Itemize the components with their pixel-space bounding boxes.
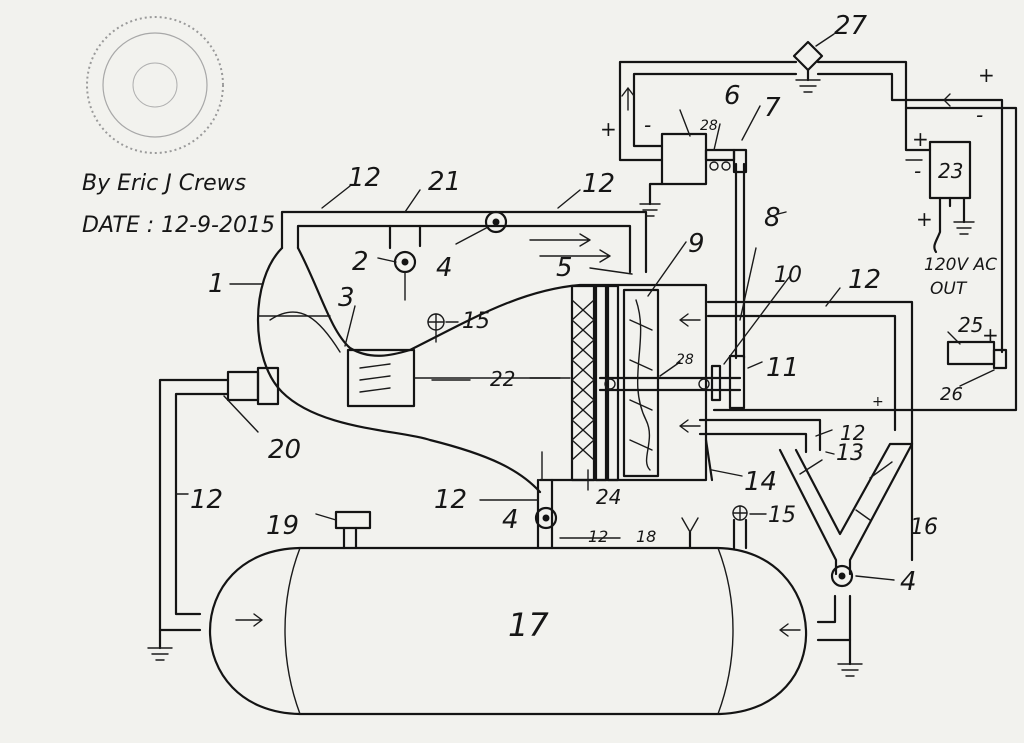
callout-18: 18 bbox=[636, 527, 656, 546]
flow-arrows bbox=[235, 87, 961, 637]
minus-mark-left: - bbox=[644, 113, 651, 137]
callout-2: 2 bbox=[352, 247, 369, 277]
output-label-line1: 120V AC bbox=[924, 255, 997, 275]
minus-mark-topright: - bbox=[976, 103, 983, 127]
callout-15-a: 15 bbox=[462, 309, 490, 334]
callout-4-bottom: 4 bbox=[502, 505, 519, 535]
plus-mark-output: + bbox=[916, 207, 933, 231]
callout-3: 3 bbox=[338, 283, 355, 313]
callout-1: 1 bbox=[208, 269, 225, 299]
callout-12-d: 12 bbox=[190, 485, 223, 515]
callout-12-f: 12 bbox=[588, 527, 608, 546]
callout-23: 23 bbox=[938, 159, 963, 183]
callout-5: 5 bbox=[556, 253, 573, 283]
callout-12-b: 12 bbox=[582, 169, 615, 199]
belt-8 bbox=[732, 148, 748, 360]
callout-19: 19 bbox=[266, 511, 299, 541]
callout-4-top: 4 bbox=[436, 253, 453, 283]
ground-symbols bbox=[147, 628, 863, 677]
callout-4-right: 4 bbox=[900, 567, 917, 597]
callout-6: 6 bbox=[724, 81, 741, 111]
callout-28-shaft: 28 bbox=[676, 352, 694, 368]
callout-8: 8 bbox=[764, 203, 781, 233]
plus-mark-topright: + bbox=[978, 63, 995, 87]
plus-mark-wire: + bbox=[872, 394, 884, 410]
minus-mark-inverter: - bbox=[914, 159, 921, 183]
plus-mark-sensor: + bbox=[982, 323, 999, 347]
callout-20: 20 bbox=[268, 435, 301, 465]
filter-stack-24 bbox=[570, 284, 620, 482]
callout-17: 17 bbox=[508, 606, 549, 644]
seal-stamp bbox=[86, 16, 224, 154]
callout-10: 10 bbox=[774, 263, 802, 288]
callout-11: 11 bbox=[766, 353, 799, 383]
callout-12-c: 12 bbox=[848, 265, 881, 295]
callout-labels: 1 2 3 4 4 4 5 6 7 8 9 10 11 12 12 12 12 … bbox=[190, 11, 983, 644]
sensor-25-26 bbox=[946, 340, 1008, 370]
callout-13: 13 bbox=[836, 441, 864, 466]
date-label: DATE : 12-9-2015 bbox=[82, 213, 275, 238]
callout-24: 24 bbox=[596, 485, 621, 509]
signature: By Eric J Crews bbox=[82, 171, 246, 196]
polarity-marks: + - + - + - + + + bbox=[600, 63, 999, 410]
housing-1 bbox=[256, 246, 708, 494]
leader-lines bbox=[175, 33, 995, 581]
plus-mark-left: + bbox=[600, 117, 617, 141]
callout-12-e: 12 bbox=[434, 485, 467, 515]
signature-block: By Eric J Crews DATE : 12-9-2015 bbox=[82, 171, 275, 238]
shaft-28 bbox=[598, 354, 746, 410]
callout-22: 22 bbox=[490, 367, 515, 391]
inverter-23 bbox=[928, 140, 975, 254]
plus-mark-inverter: + bbox=[912, 127, 929, 151]
callout-14: 14 bbox=[744, 467, 777, 497]
wiring bbox=[618, 40, 1018, 412]
callout-28-top: 28 bbox=[700, 118, 718, 134]
component-20 bbox=[226, 366, 280, 406]
callout-9: 9 bbox=[688, 229, 705, 259]
callout-27: 27 bbox=[834, 11, 868, 41]
callout-26: 26 bbox=[940, 384, 963, 405]
callout-12-a: 12 bbox=[348, 163, 381, 193]
callout-21: 21 bbox=[428, 167, 461, 197]
callout-25: 25 bbox=[958, 313, 983, 337]
turbine-9 bbox=[622, 288, 660, 478]
callout-15-b: 15 bbox=[768, 503, 796, 528]
callout-12-g: 12 bbox=[840, 421, 865, 445]
output-label-line2: OUT bbox=[930, 279, 968, 299]
tank-17 bbox=[209, 505, 808, 716]
output-label: 120V AC OUT bbox=[924, 255, 997, 299]
callout-7: 7 bbox=[764, 93, 781, 123]
valves bbox=[393, 210, 854, 588]
callout-16: 16 bbox=[910, 515, 938, 540]
